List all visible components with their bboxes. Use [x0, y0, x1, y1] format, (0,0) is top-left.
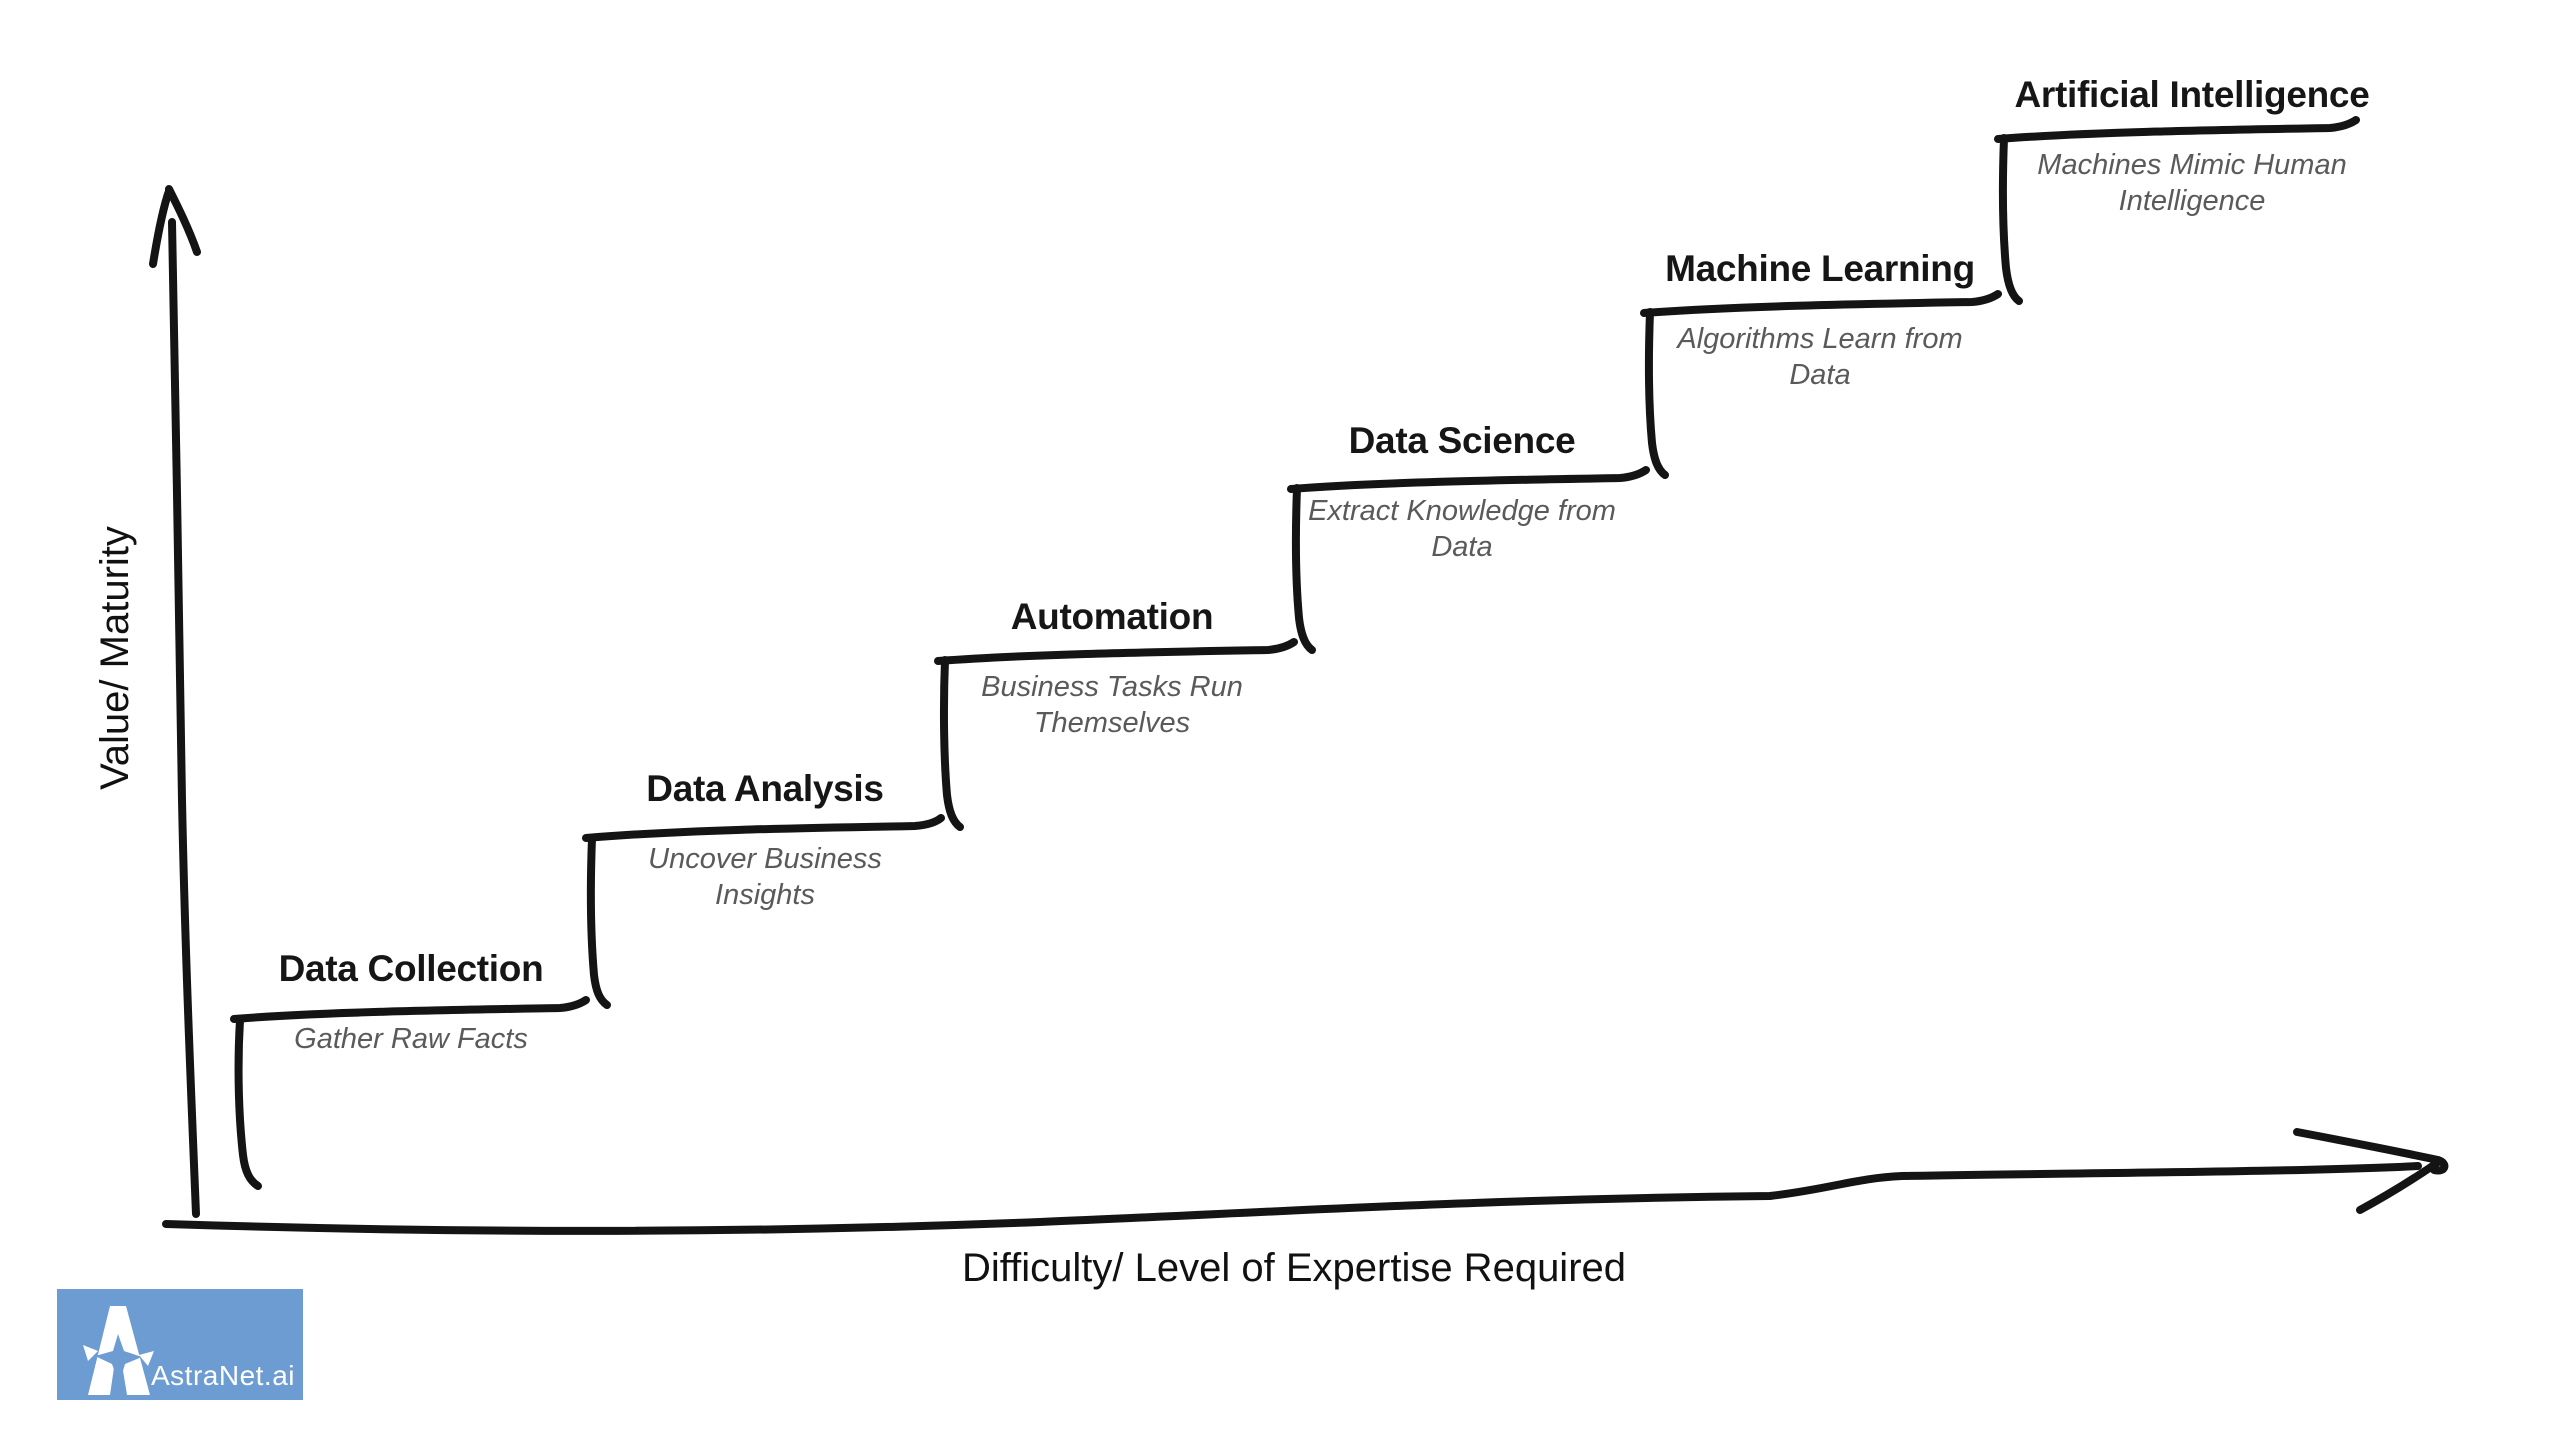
step-subtitle: Extract Knowledge from Data [1252, 493, 1672, 566]
step-title: Automation [1010, 596, 1214, 637]
step-2-riser [586, 834, 611, 1009]
step-1-tread [230, 996, 590, 1023]
x-axis-line [162, 1162, 2422, 1235]
logo-text: AstraNet.ai [151, 1360, 295, 1391]
step-subtitle-line: Intelligence [2118, 185, 2266, 218]
y-axis-arrowhead-right [165, 185, 201, 256]
step-6-tread [1994, 116, 2360, 143]
step-subtitle-line: Data [1789, 359, 1851, 392]
logo: AstraNet.ai [57, 1289, 303, 1400]
x-axis-arrowhead-lower [2356, 1159, 2441, 1214]
y-axis-label: Value/ Maturity [93, 526, 137, 790]
step-subtitle-line: Algorithms Learn from [1677, 323, 1963, 355]
step-title: Machine Learning [1665, 248, 1975, 289]
step-subtitle-line: Data [1431, 531, 1493, 564]
step-label-artificial-intelligence: Artificial Intelligence Machines Mimic H… [1982, 74, 2402, 220]
step-5-riser [1644, 308, 1669, 479]
step-2-tread [582, 814, 945, 842]
step-3-tread [934, 638, 1298, 665]
step-title: Artificial Intelligence [2014, 74, 2370, 115]
step-subtitle: Gather Raw Facts [201, 1021, 621, 1057]
step-subtitle-line: Extract Knowledge from [1308, 495, 1616, 527]
y-axis-arrowhead-left [149, 187, 173, 268]
step-subtitle-line: Gather Raw Facts [294, 1023, 528, 1055]
step-subtitle: Business Tasks Run Themselves [902, 669, 1322, 742]
x-axis-label: Difficulty/ Level of Expertise Required [961, 1246, 1627, 1290]
step-title: Data Collection [278, 948, 544, 989]
step-subtitle-line: Machines Mimic Human [2037, 149, 2347, 181]
step-6-riser [1998, 134, 2023, 305]
step-label-data-collection: Data Collection Gather Raw Facts [201, 948, 621, 1057]
step-subtitle-line: Uncover Business [648, 843, 882, 875]
step-5-tread [1640, 290, 2002, 317]
step-subtitle-line: Business Tasks Run [981, 671, 1243, 703]
step-label-machine-learning: Machine Learning Algorithms Learn from D… [1610, 248, 2030, 394]
step-label-automation: Automation Business Tasks Run Themselves [902, 596, 1322, 742]
step-subtitle-line: Themselves [1033, 707, 1191, 740]
step-3-riser [939, 656, 964, 831]
astranet-a-star-icon [83, 1306, 154, 1395]
step-subtitle-line: Insights [715, 879, 815, 912]
step-subtitle: Machines Mimic Human Intelligence [1982, 147, 2402, 220]
x-axis-arrowhead-upper [2293, 1128, 2449, 1175]
step-1-riser [234, 1016, 262, 1190]
step-title: Data Analysis [646, 768, 884, 809]
step-subtitle: Algorithms Learn from Data [1610, 321, 2030, 394]
step-label-data-analysis: Data Analysis Uncover Business Insights [555, 768, 975, 914]
step-title: Data Science [1348, 420, 1576, 461]
y-axis-line [168, 218, 200, 1218]
step-subtitle: Uncover Business Insights [555, 841, 975, 914]
step-4-riser [1291, 484, 1316, 654]
step-4-tread [1287, 466, 1650, 493]
step-label-data-science: Data Science Extract Knowledge from Data [1252, 420, 1672, 566]
